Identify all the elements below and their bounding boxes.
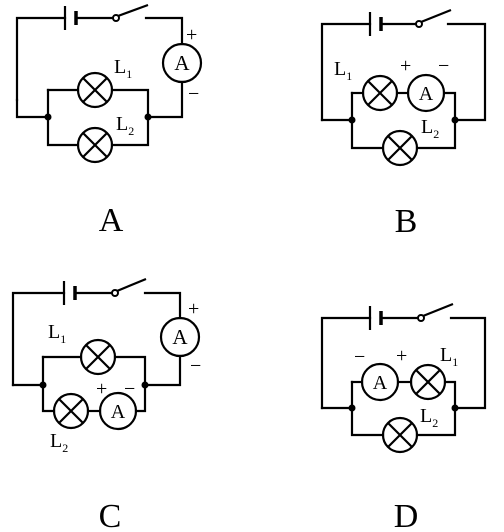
lamp-l1: L1 [76,56,132,109]
ammeter-symbol: A [174,51,190,75]
lamp-l2: L2 [381,116,439,167]
lamp-l2: L2 [381,405,438,454]
lamp-l2: L2 [50,392,90,455]
ammeter-plus-terminal: + [400,55,411,77]
junction-node [348,116,356,124]
caption-a: A [99,202,124,239]
ammeter-symbol: A [419,83,434,105]
lamp-l1-label: L1 [440,344,458,369]
lamp-l1-label: L1 [334,58,352,83]
circuit-c-wiring [11,291,182,413]
switch-symbol [415,8,452,28]
ammeter-minus-terminal: − [188,83,199,105]
ammeter: A + − [161,24,203,105]
switch-symbol [417,302,454,322]
ammeter-symbol: A [373,372,388,394]
ammeter: A − + [354,345,407,402]
circuit-d: A − + L1 L2 D [320,302,487,532]
caption-c: C [99,498,122,532]
ammeter: A + − [400,55,449,113]
ammeter-symbol: A [111,401,126,423]
circuit-b-wiring [320,22,487,150]
switch-symbol [111,277,147,297]
lamp-l2: L2 [76,113,134,164]
junction-node [44,113,52,121]
ammeter-minus-terminal: − [354,346,365,368]
junction-node [141,381,149,389]
lamp-l1-label: L1 [48,321,66,346]
lamp-l2-label: L2 [50,430,68,455]
ammeter-plus-terminal: + [96,378,107,400]
ammeter-plus-terminal: + [396,345,407,367]
switch-symbol [112,3,149,22]
circuit-b: L1 A + − L2 B [320,8,487,240]
lamp-l1-label: L1 [114,56,132,81]
ammeter-plus-terminal: + [186,24,197,46]
junction-node [451,404,459,412]
battery-symbol [368,12,383,36]
caption-b: B [395,203,418,240]
ammeter-minus-terminal: − [124,378,135,400]
lamp-l2-label: L2 [421,116,439,141]
battery-symbol [368,306,383,330]
ammeter-plus-terminal: + [188,298,199,320]
lamp-l1: L1 [48,321,117,376]
junction-node [348,404,356,412]
circuit-a-wiring [15,16,184,147]
battery-symbol [63,6,78,30]
lamp-l1: L1 [334,58,399,112]
junction-node [451,116,459,124]
circuit-c: A + − L1 L2 A + − C [11,277,201,532]
lamp-l2-label: L2 [420,405,438,430]
ammeter-symbol: A [172,325,188,349]
junction-node [39,381,47,389]
battery-symbol [62,281,77,305]
circuit-a: L1 L2 A + − A [15,3,203,239]
ammeter-minus-terminal: − [190,355,201,377]
ammeter: A + − [96,378,138,431]
ammeter: A + − [159,298,201,377]
ammeter-minus-terminal: − [438,55,449,77]
lamp-l2-label: L2 [116,113,134,138]
junction-node [144,113,152,121]
caption-d: D [394,498,419,532]
lamp-l1: L1 [409,344,458,401]
